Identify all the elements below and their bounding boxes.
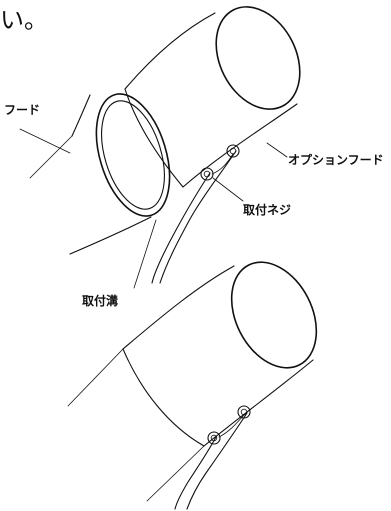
- screw-connector: [211, 153, 234, 175]
- hood-label: フード: [4, 103, 40, 117]
- option-hood-leader-line: [266, 142, 288, 158]
- option-hood-front-rim: [215, 6, 301, 110]
- hood-left-line: [29, 135, 73, 179]
- top-mounting-screws: [200, 144, 240, 181]
- bottom-option-hood-seam: [122, 348, 205, 447]
- bottom-option-hood-bottom-edge: [203, 359, 314, 447]
- option-hood-rear-seam: [124, 88, 184, 188]
- bottom-hood-body: [67, 348, 205, 502]
- bottom-cable: [174, 412, 248, 510]
- bottom-screw-right-outer: [237, 405, 251, 419]
- bottom-hood-lower-line: [146, 445, 205, 502]
- hood-top-edge: [71, 94, 91, 137]
- bottom-option-hood-front-rim: [230, 261, 318, 369]
- cable-path-lower: [159, 150, 237, 284]
- mounting-groove-leader-line: [133, 219, 157, 289]
- bottom-option-hood: [122, 261, 318, 447]
- hood-bottom-edge: [69, 216, 152, 255]
- cable-path-upper: [151, 172, 211, 284]
- bottom-hood-upper-line: [67, 348, 124, 407]
- hood-leader-line: [19, 128, 71, 154]
- bottom-screw-left-outer: [207, 431, 221, 445]
- mounting-groove-label: 取付溝: [82, 293, 118, 308]
- top-cable: [151, 150, 237, 284]
- top-text: い。: [0, 6, 48, 34]
- leader-lines: [133, 142, 288, 289]
- labels: フード オプションフード 取付ネジ 取付溝: [4, 103, 384, 308]
- mounting-screw-label: 取付ネジ: [243, 202, 291, 217]
- hood-inner-rim: [101, 100, 165, 210]
- bottom-cable-path-upper: [174, 436, 217, 510]
- mounting-screw-leader-line: [212, 177, 244, 202]
- hood-outer-rim: [95, 93, 171, 217]
- hood-part: [19, 93, 171, 255]
- option-hood-label: オプションフード: [288, 152, 384, 167]
- bottom-screw-connector: [218, 414, 245, 438]
- top-option-hood: [124, 6, 301, 188]
- option-hood-top-edge: [124, 12, 216, 90]
- option-hood-bottom-edge: [182, 103, 298, 188]
- mounting-screw-right-outer: [226, 144, 240, 158]
- bottom-cable-path-lower: [186, 412, 248, 510]
- bottom-option-hood-top-edge: [122, 265, 235, 350]
